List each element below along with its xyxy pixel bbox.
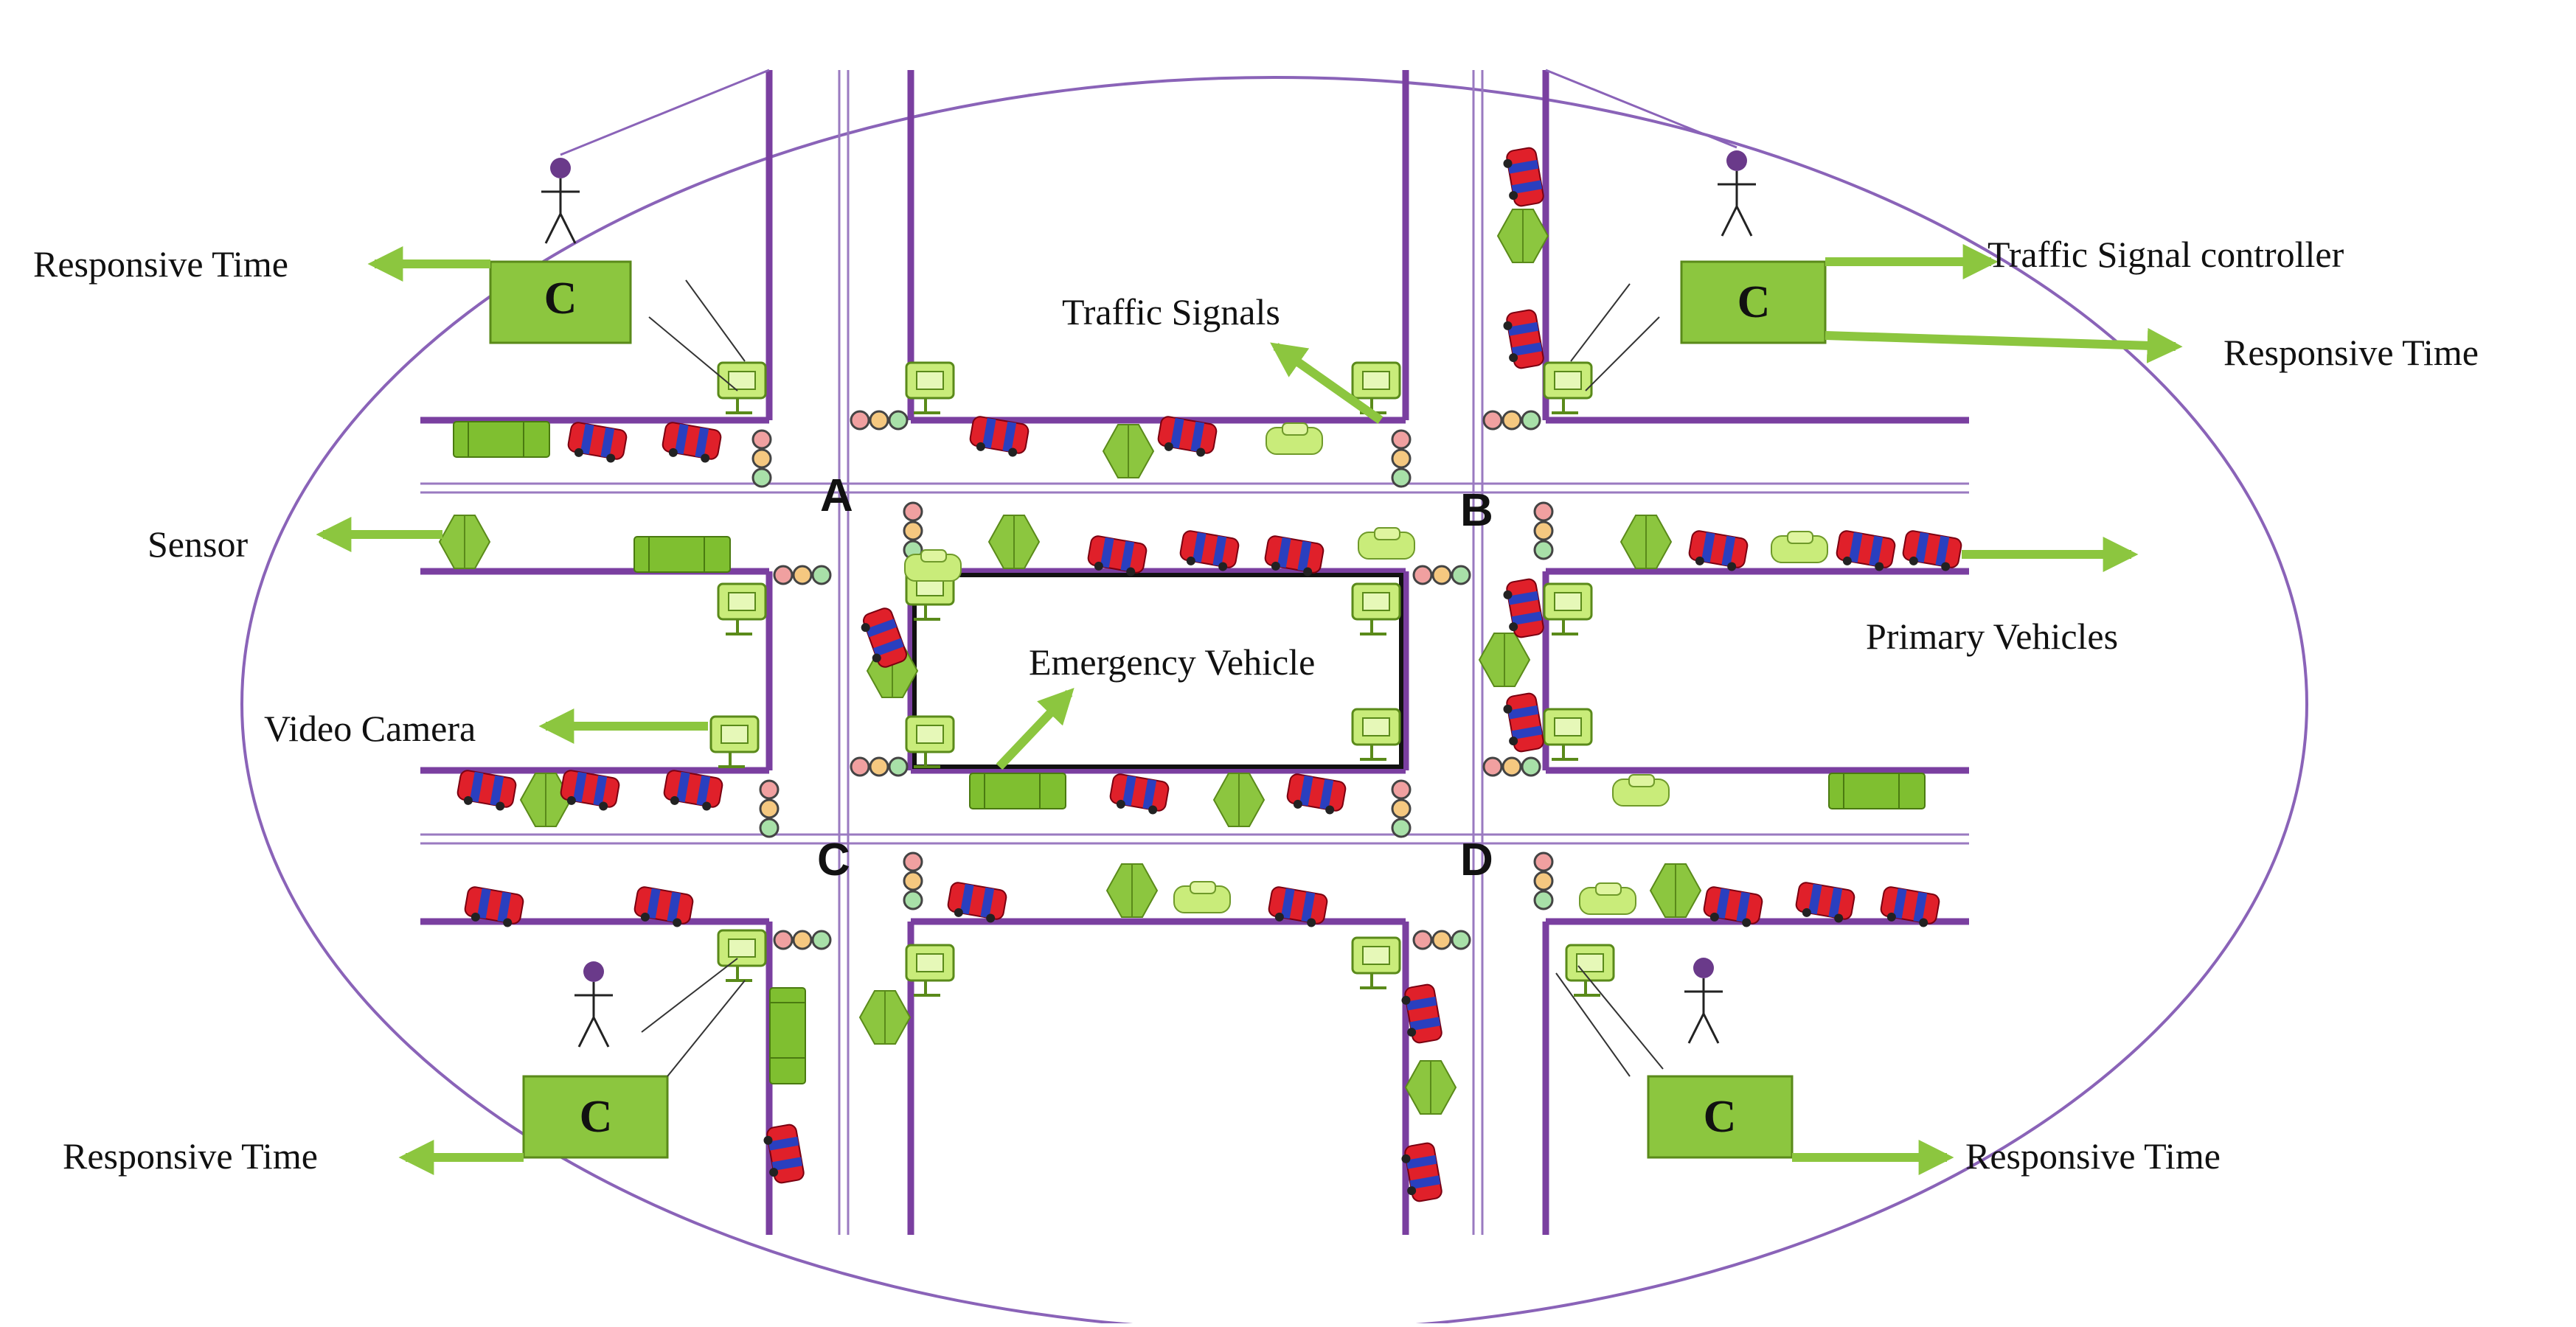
controller-top-left: C xyxy=(489,69,770,391)
intersection-a-label: A xyxy=(820,470,853,521)
intersection-d-label: D xyxy=(1460,835,1493,885)
network-boundary-ellipse xyxy=(240,76,2308,1327)
label-video-camera: Video Camera xyxy=(264,708,476,749)
label-responsive-time-top-right: Responsive Time xyxy=(2223,332,2479,373)
svg-text:C: C xyxy=(580,1092,613,1142)
horizontal-lane-markings xyxy=(420,482,1969,845)
label-sensor: Sensor xyxy=(147,523,248,565)
controller-top-right: C xyxy=(1545,69,1827,391)
label-traffic-signal-controller: Traffic Signal controller xyxy=(1987,234,2344,275)
controller-bottom-left: C xyxy=(522,958,746,1159)
controller-bottom-right: C xyxy=(1555,956,1794,1159)
svg-text:C: C xyxy=(1704,1092,1737,1142)
svg-text:C: C xyxy=(544,274,577,324)
label-primary-vehicles: Primary Vehicles xyxy=(1866,616,2118,657)
emergency-route xyxy=(912,573,1403,769)
intersection-b-label: B xyxy=(1460,485,1493,536)
label-responsive-time-bottom-right: Responsive Time xyxy=(1965,1135,2221,1177)
annotation-arrows xyxy=(316,244,2183,1175)
label-traffic-signals: Traffic Signals xyxy=(1062,291,1280,332)
svg-text:C: C xyxy=(1737,277,1771,327)
label-responsive-time-top-left: Responsive Time xyxy=(33,243,288,285)
label-emergency-vehicle: Emergency Vehicle xyxy=(1029,641,1315,683)
intersection-c-label: C xyxy=(817,835,850,885)
vertical-lane-markings xyxy=(838,70,1484,1235)
label-responsive-time-bottom-left: Responsive Time xyxy=(63,1135,318,1177)
